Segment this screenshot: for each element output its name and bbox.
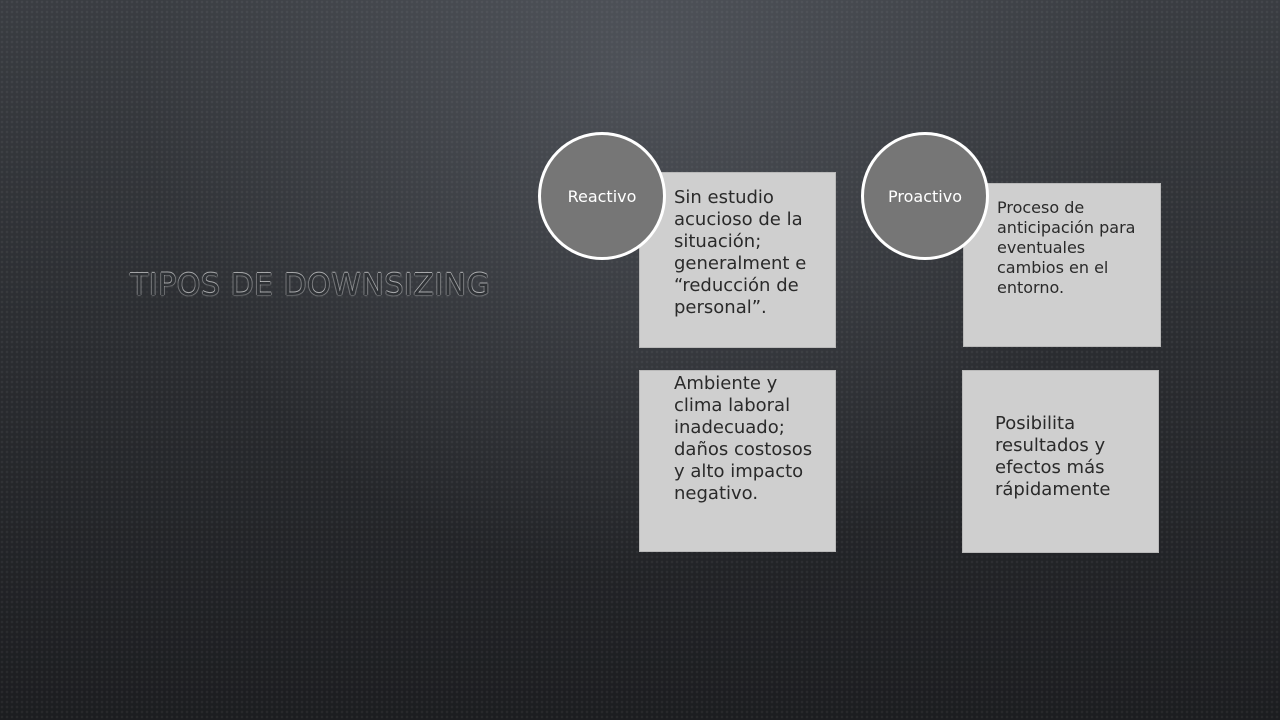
reactivo-point-1: Sin estudio acucioso de la situación; ge… [639,172,836,348]
proactivo-point-1: Proceso de anticipación para eventuales … [963,183,1161,347]
reactivo-point-1-text: Sin estudio acucioso de la situación; ge… [674,187,807,318]
proactivo-point-2-text: Posibilita resultados y efectos más rápi… [995,413,1111,500]
proactivo-circle: Proactivo [861,132,989,260]
proactivo-label: Proactivo [888,186,962,206]
reactivo-circle: Reactivo [538,132,666,260]
reactivo-point-2-text: Ambiente y clima laboral inadecuado; dañ… [674,373,813,504]
reactivo-label: Reactivo [567,186,637,206]
proactivo-point-2: Posibilita resultados y efectos más rápi… [962,370,1159,553]
reactivo-point-2: Ambiente y clima laboral inadecuado; dañ… [639,370,836,552]
proactivo-point-1-text: Proceso de anticipación para eventuales … [997,198,1136,297]
slide-title: Tipos de downsizing [130,268,491,303]
